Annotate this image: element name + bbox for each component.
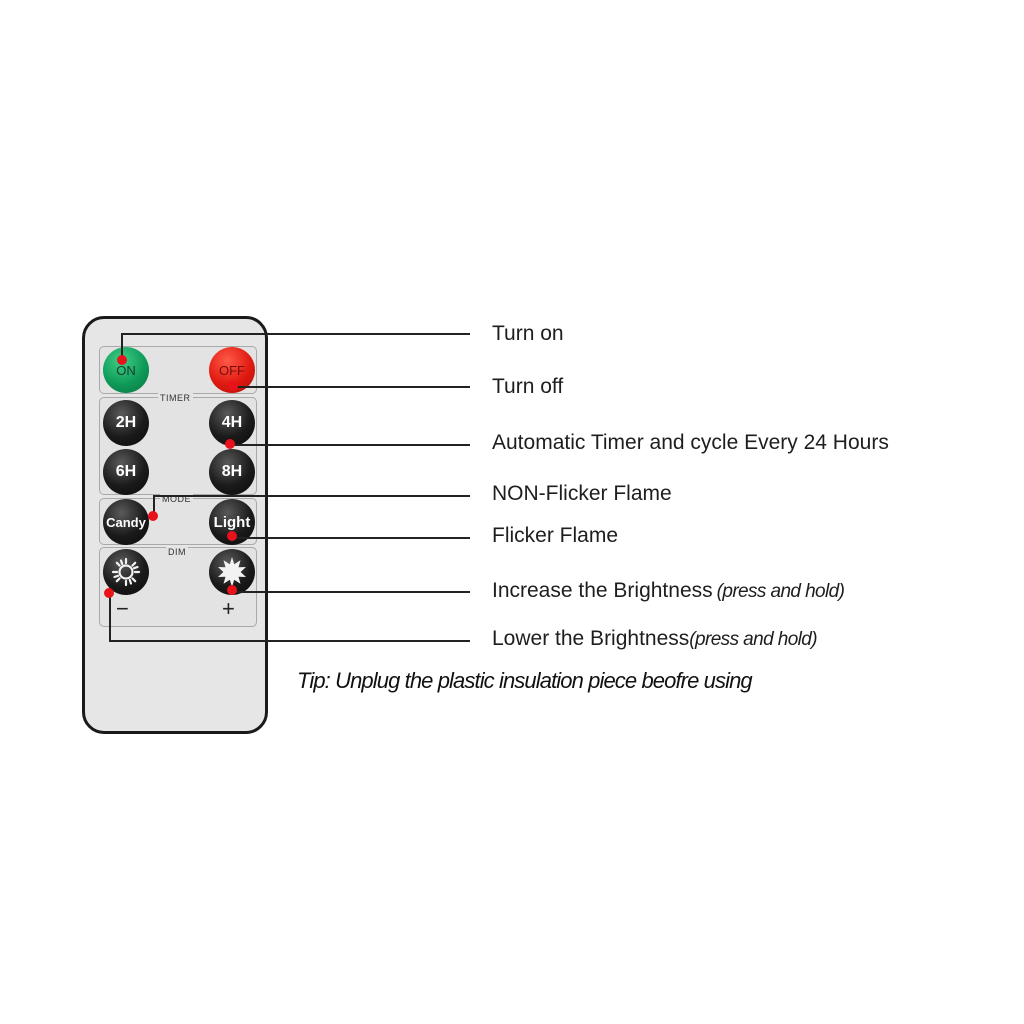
timer-8h-button[interactable]: 8H bbox=[209, 449, 255, 495]
leader-line-increase bbox=[232, 591, 470, 593]
timer-6h-label: 6H bbox=[115, 463, 137, 480]
callout-dot-timer bbox=[225, 439, 235, 449]
dim-minus-button[interactable] bbox=[103, 549, 149, 595]
leader-line-turn-on bbox=[121, 333, 470, 335]
callout-lower-note: (press and hold) bbox=[689, 629, 817, 650]
remote-control: ON OFF TIMER 2H 4H 6H 8H MODE Candy Ligh… bbox=[82, 316, 268, 734]
timer-4h-button[interactable]: 4H bbox=[209, 400, 255, 446]
plus-sign: + bbox=[222, 596, 235, 621]
callout-turn-on-text: Turn on bbox=[492, 322, 564, 345]
off-button[interactable]: OFF bbox=[209, 347, 255, 393]
callout-lower-brightness: Lower the Brightness(press and hold) bbox=[492, 627, 818, 651]
timer-4h-label: 4H bbox=[221, 414, 243, 431]
mode-section-label: MODE bbox=[160, 494, 193, 504]
leader-line-turn-on-vertical bbox=[121, 334, 123, 360]
leader-line-non-flicker bbox=[153, 495, 470, 497]
timer-2h-label: 2H bbox=[115, 414, 137, 431]
light-mode-button[interactable]: Light bbox=[209, 499, 255, 545]
candy-mode-button[interactable]: Candy bbox=[103, 499, 149, 545]
leader-line-timer bbox=[230, 444, 470, 446]
timer-2h-button[interactable]: 2H bbox=[103, 400, 149, 446]
timer-6h-button[interactable]: 6H bbox=[103, 449, 149, 495]
callout-turn-off-text: Turn off bbox=[492, 375, 564, 398]
callout-timer-text: Automatic Timer and cycle Every 24 Hours bbox=[492, 431, 889, 454]
callout-turn-on: Turn on bbox=[492, 322, 564, 346]
candy-mode-label: Candy bbox=[106, 514, 146, 530]
callout-timer: Automatic Timer and cycle Every 24 Hours bbox=[492, 431, 889, 455]
callout-turn-off: Turn off bbox=[492, 375, 563, 399]
callout-dot-light bbox=[227, 531, 237, 541]
callout-dot-off bbox=[228, 381, 238, 391]
callout-non-flicker-text: NON-Flicker Flame bbox=[492, 482, 672, 505]
sun-filled-icon bbox=[216, 556, 248, 588]
leader-line-candy-vertical bbox=[153, 495, 155, 516]
timer-section-label: TIMER bbox=[158, 393, 193, 403]
leader-line-flicker bbox=[232, 537, 470, 539]
callout-flicker-text: Flicker Flame bbox=[492, 524, 619, 547]
dim-section-label: DIM bbox=[166, 547, 188, 557]
on-button-label: ON bbox=[116, 362, 136, 378]
callout-lower-text: Lower the Brightness bbox=[492, 627, 690, 650]
callout-flicker: Flicker Flame bbox=[492, 524, 618, 548]
callout-non-flicker: NON-Flicker Flame bbox=[492, 482, 672, 506]
callout-dot-plus bbox=[227, 585, 237, 595]
callout-dot-on bbox=[117, 355, 127, 365]
sun-outline-icon bbox=[111, 557, 141, 587]
off-button-label: OFF bbox=[219, 362, 245, 378]
callout-dot-candy bbox=[148, 511, 158, 521]
callout-increase-text: Increase the Brightness bbox=[492, 579, 713, 602]
light-mode-label: Light bbox=[213, 513, 251, 531]
leader-line-decrease bbox=[109, 640, 470, 642]
leader-line-turn-off bbox=[232, 386, 470, 388]
callout-dot-minus bbox=[104, 588, 114, 598]
leader-line-decrease-vertical bbox=[109, 593, 111, 641]
on-button[interactable]: ON bbox=[103, 347, 149, 393]
callout-increase-note: (press and hold) bbox=[716, 581, 845, 602]
timer-8h-label: 8H bbox=[221, 463, 243, 480]
usage-tip: Tip: Unplug the plastic insulation piece… bbox=[297, 668, 753, 693]
minus-sign: − bbox=[116, 596, 129, 621]
power-panel: ON OFF bbox=[99, 346, 257, 394]
callout-increase-brightness: Increase the Brightness(press and hold) bbox=[492, 579, 845, 603]
